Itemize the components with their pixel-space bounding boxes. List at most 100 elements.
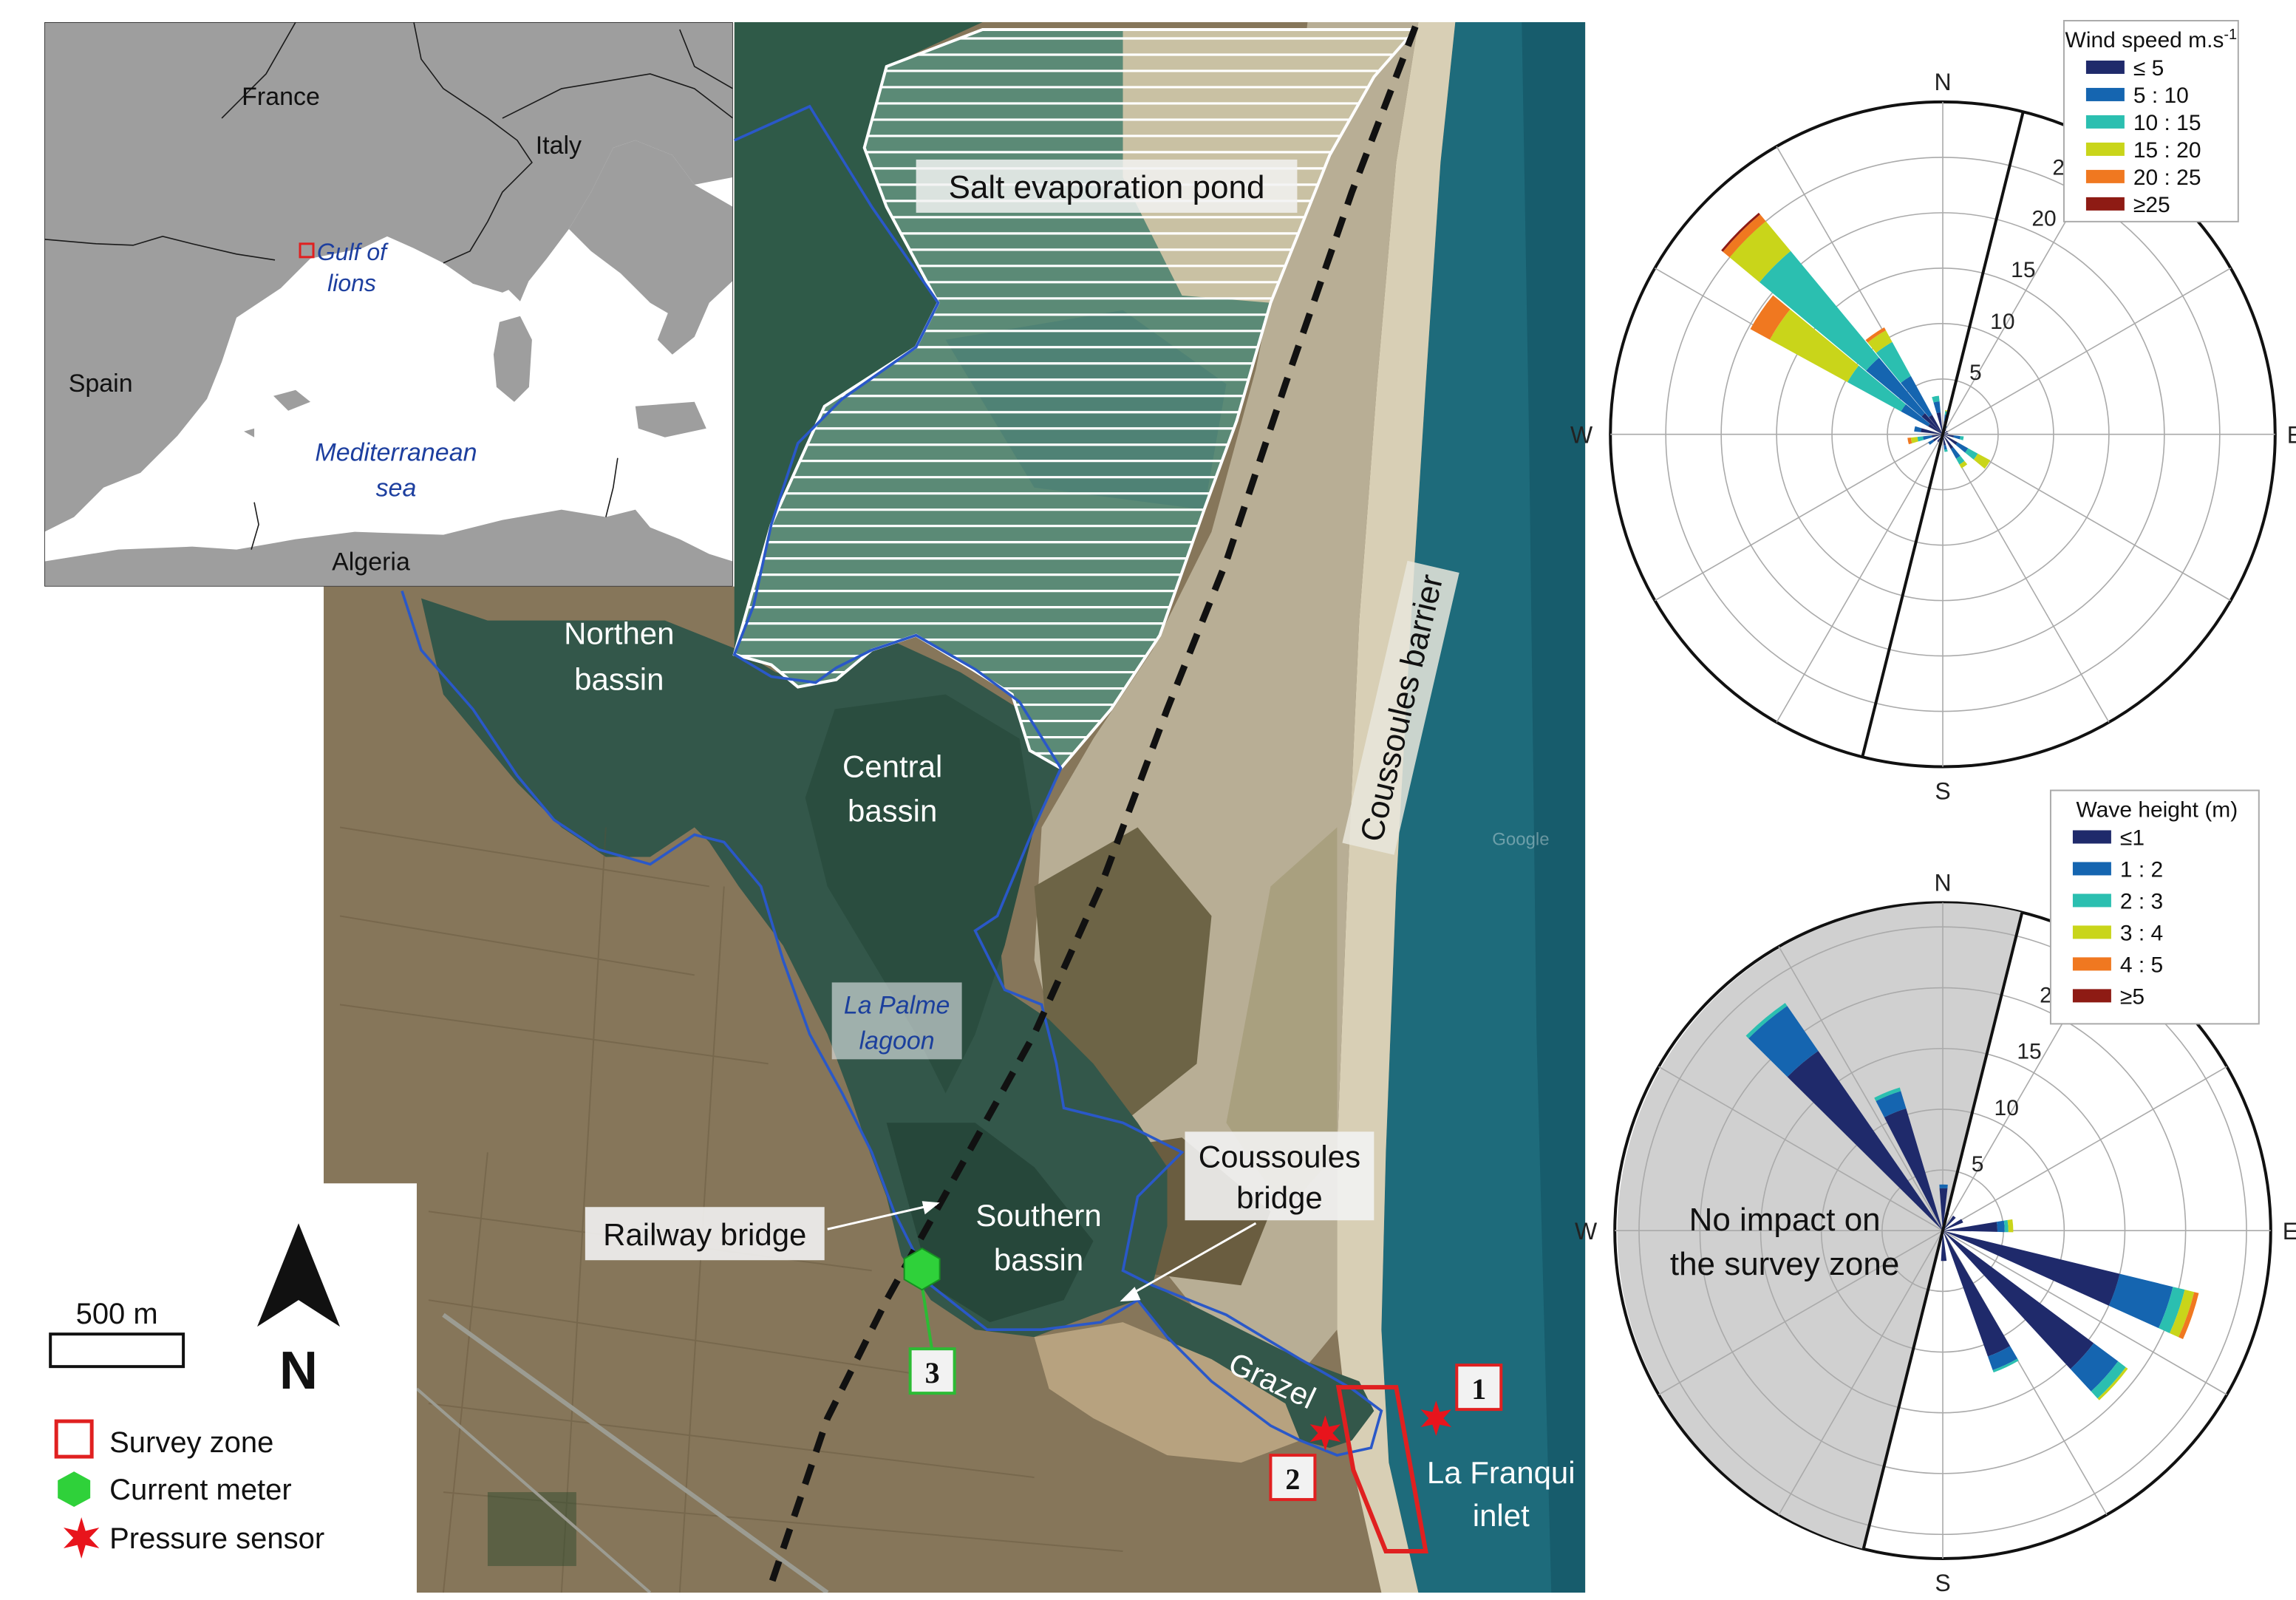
rose-sector-segment [1965, 448, 1978, 460]
lagoon-label-2: lagoon [859, 1027, 935, 1055]
rose-sector-segment [1955, 442, 1969, 453]
rose-legend-swatch [2085, 142, 2125, 156]
rose-sector-segment [1953, 435, 1961, 440]
rose-sector-segment [1933, 401, 1941, 413]
rose-sector-segment [1928, 423, 1944, 435]
rose-sector-segment [2091, 1361, 2126, 1399]
rose-sector-segment [1987, 1346, 2018, 1370]
rose-sector-segment [1787, 1050, 1944, 1231]
inset-land-sardinia [493, 316, 532, 402]
rose-grid-spoke [1778, 946, 1944, 1231]
rose-sector-segment [2007, 1219, 2014, 1233]
inset-label-italy: Italy [536, 132, 582, 160]
rose-sector-segment [1943, 1230, 2094, 1369]
rose-legend-title: Wind speed m.s-1 [2065, 27, 2238, 52]
rose-sector-segment [1943, 434, 1958, 445]
rose-legend-swatch [2072, 989, 2111, 1003]
rose-sector-segment [1876, 341, 1911, 384]
inset-label-gulf-1: Gulf of [317, 239, 389, 265]
southern-bassin-label-1: Southern [975, 1198, 1101, 1233]
rose-sector-segment [2108, 1273, 2173, 1329]
village [1034, 1322, 1301, 1463]
rose-sector-segment [1874, 1087, 1901, 1101]
inset-label-sea-1: Mediterranean [315, 439, 477, 467]
rose-legend-swatch [2072, 830, 2111, 844]
rose-divider-line [1861, 111, 2025, 758]
rose-sector-segment [1910, 437, 1918, 443]
inset-land-sicily [635, 401, 706, 438]
rose-compass-label: W [1570, 422, 1593, 449]
rose-legend-swatch [2072, 925, 2111, 939]
rose-sector-segment [1866, 357, 1926, 417]
rose-sector-segment [1943, 1230, 2011, 1357]
marker-number-2: 2 [1285, 1463, 1300, 1496]
rose-sector-segment [1943, 1216, 1956, 1231]
pressure-sensor-marker-2 [1309, 1415, 1341, 1451]
rose-sector-segment [1729, 221, 1791, 282]
rose-legend-swatch [2072, 893, 2111, 908]
rose-sector-segment [1769, 309, 1859, 383]
rose-sector-segment [1943, 1219, 1963, 1231]
legend-survey-zone-label: Survey zone [109, 1426, 273, 1459]
rose-sector-segment [1959, 436, 1964, 440]
coussoules-bridge-label-2: bridge [1236, 1180, 1323, 1215]
rose-radial-tick-label: 15 [2011, 258, 2035, 282]
rose-sector-segment [2097, 1366, 2128, 1400]
marker-number-1: 1 [1471, 1372, 1486, 1406]
north-arrow: N [257, 1223, 341, 1400]
inset-label-algeria: Algeria [332, 548, 410, 576]
marker-number-3: 3 [925, 1356, 940, 1389]
inset-land-corsica [508, 243, 532, 302]
rose-sector-segment [1745, 1003, 1788, 1039]
legend-pressure-sensor-label: Pressure sensor [109, 1522, 324, 1555]
rose-sector-segment [1759, 251, 1879, 371]
rose-sector-segment [1929, 415, 1944, 435]
northern-bassin-label-2: bassin [574, 662, 664, 697]
rose-grid-spoke [1942, 1230, 2227, 1395]
salt-pond-label: Salt evaporation pond [949, 169, 1265, 205]
rose-grid-spoke [1658, 1230, 1944, 1395]
coussoules-bridge-label-1: Coussoules [1199, 1139, 1360, 1174]
rose-legend-label: 2 : 3 [2120, 889, 2163, 913]
inset-land-italy [568, 140, 733, 355]
rose-compass-label: N [1934, 69, 1951, 95]
rose-grid-spoke [1942, 434, 2110, 723]
lagoon-outline [401, 104, 1383, 1457]
barrier-label-box [1342, 560, 1459, 855]
rose-legend-swatch [2085, 60, 2125, 74]
inlet-label-2: inlet [1473, 1498, 1530, 1533]
rose-compass-label: S [1935, 778, 1950, 805]
rose-compass-label: E [2283, 1218, 2296, 1245]
rose-sector-segment [1750, 295, 1791, 340]
coussoules-bridge-label-box [1185, 1131, 1374, 1221]
rose-sector-segment [1943, 1230, 2120, 1306]
rose-legend-swatch [2085, 169, 2125, 183]
rose-legend-swatch [2072, 862, 2111, 876]
rose-radial-tick-label: 10 [1994, 1096, 2019, 1120]
rose-sector-segment [1923, 435, 1932, 440]
rose-legend-label: ≥5 [2120, 984, 2145, 1009]
no-impact-label: the survey zone [1670, 1246, 1899, 1282]
rose-sector-segment [1876, 1091, 1907, 1117]
current-meter-marker [903, 1247, 941, 1352]
rose-grid-spoke [1942, 1066, 2227, 1231]
rose-sector-segment [2070, 1343, 2119, 1392]
rose-sector-segment [1943, 434, 1954, 449]
rose-radial-tick-label: 5 [1972, 1152, 1984, 1177]
inset-land-europe [44, 21, 733, 532]
rose-sector-segment [1943, 1222, 1997, 1232]
rose-legend-label: ≤ 5 [2133, 56, 2164, 81]
rose-sector-segment [1928, 439, 1935, 445]
inset-label-sea-2: sea [376, 474, 417, 503]
rose-sector-segment [1936, 412, 1944, 435]
rose-sector-segment [2179, 1292, 2199, 1339]
rose-legend-label: 20 : 25 [2133, 166, 2201, 190]
rose-sector-segment [1939, 1184, 1948, 1189]
legend-pressure-sensor-symbol [63, 1517, 100, 1559]
inset-land-africa [44, 509, 733, 587]
rose-sector-segment [1748, 1006, 1819, 1078]
rose-sector-segment [1901, 404, 1930, 426]
central-bassin-label-1: Central [842, 749, 942, 784]
rose-sector-segment [2003, 1219, 2009, 1233]
